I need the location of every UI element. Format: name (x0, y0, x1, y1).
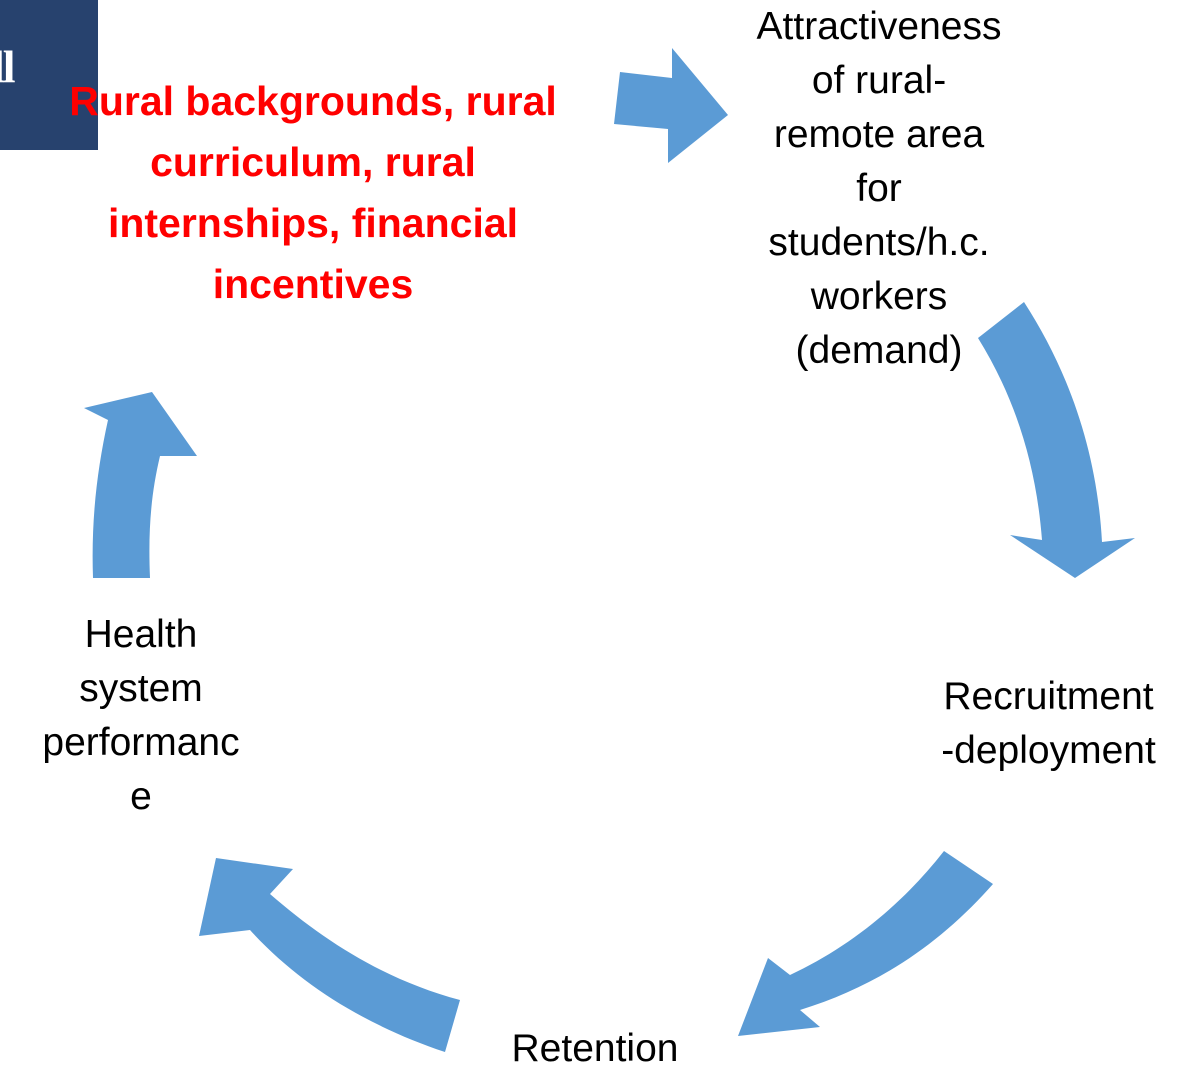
recruitment-line: -deployment (941, 729, 1156, 772)
arrow-health-system-to-interventions (84, 392, 197, 578)
retention-node: Retention (470, 1022, 720, 1076)
interventions-line: curriculum, rural (150, 139, 476, 185)
interventions-line: internships, financial (107, 200, 519, 246)
arrow-attractiveness-to-recruitment (978, 302, 1135, 578)
recruitment-node: Recruitment -deployment (900, 670, 1197, 778)
attractiveness-line: workers (810, 275, 948, 318)
interventions-node: Rural backgrounds, rural curriculum, rur… (28, 71, 598, 315)
attractiveness-line: remote area (773, 113, 985, 156)
logo: ll (0, 0, 98, 150)
health-system-node: Health system performanc e (0, 608, 282, 824)
attractiveness-line: of rural- (811, 59, 947, 102)
logo-text: ll (0, 41, 16, 92)
attractiveness-line: students/h.c. (768, 221, 990, 264)
recruitment-line: Recruitment (943, 675, 1154, 718)
health-system-line: performanc (42, 721, 240, 764)
health-system-line: Health (84, 613, 198, 656)
arrow-recruitment-to-retention (738, 851, 993, 1036)
attractiveness-line: (demand) (795, 329, 963, 372)
arrow-interventions-to-attractiveness (614, 48, 728, 163)
health-system-line: e (130, 775, 152, 818)
interventions-line: incentives (212, 261, 414, 307)
attractiveness-line: Attractiveness (756, 5, 1002, 48)
retention-line: Retention (511, 1027, 679, 1070)
health-system-line: system (79, 667, 203, 710)
interventions-line: Rural backgrounds, rural (69, 78, 557, 124)
attractiveness-line: for (856, 167, 902, 210)
attractiveness-node: Attractiveness of rural- remote area for… (720, 0, 1038, 378)
arrow-retention-to-health-system (199, 858, 460, 1052)
